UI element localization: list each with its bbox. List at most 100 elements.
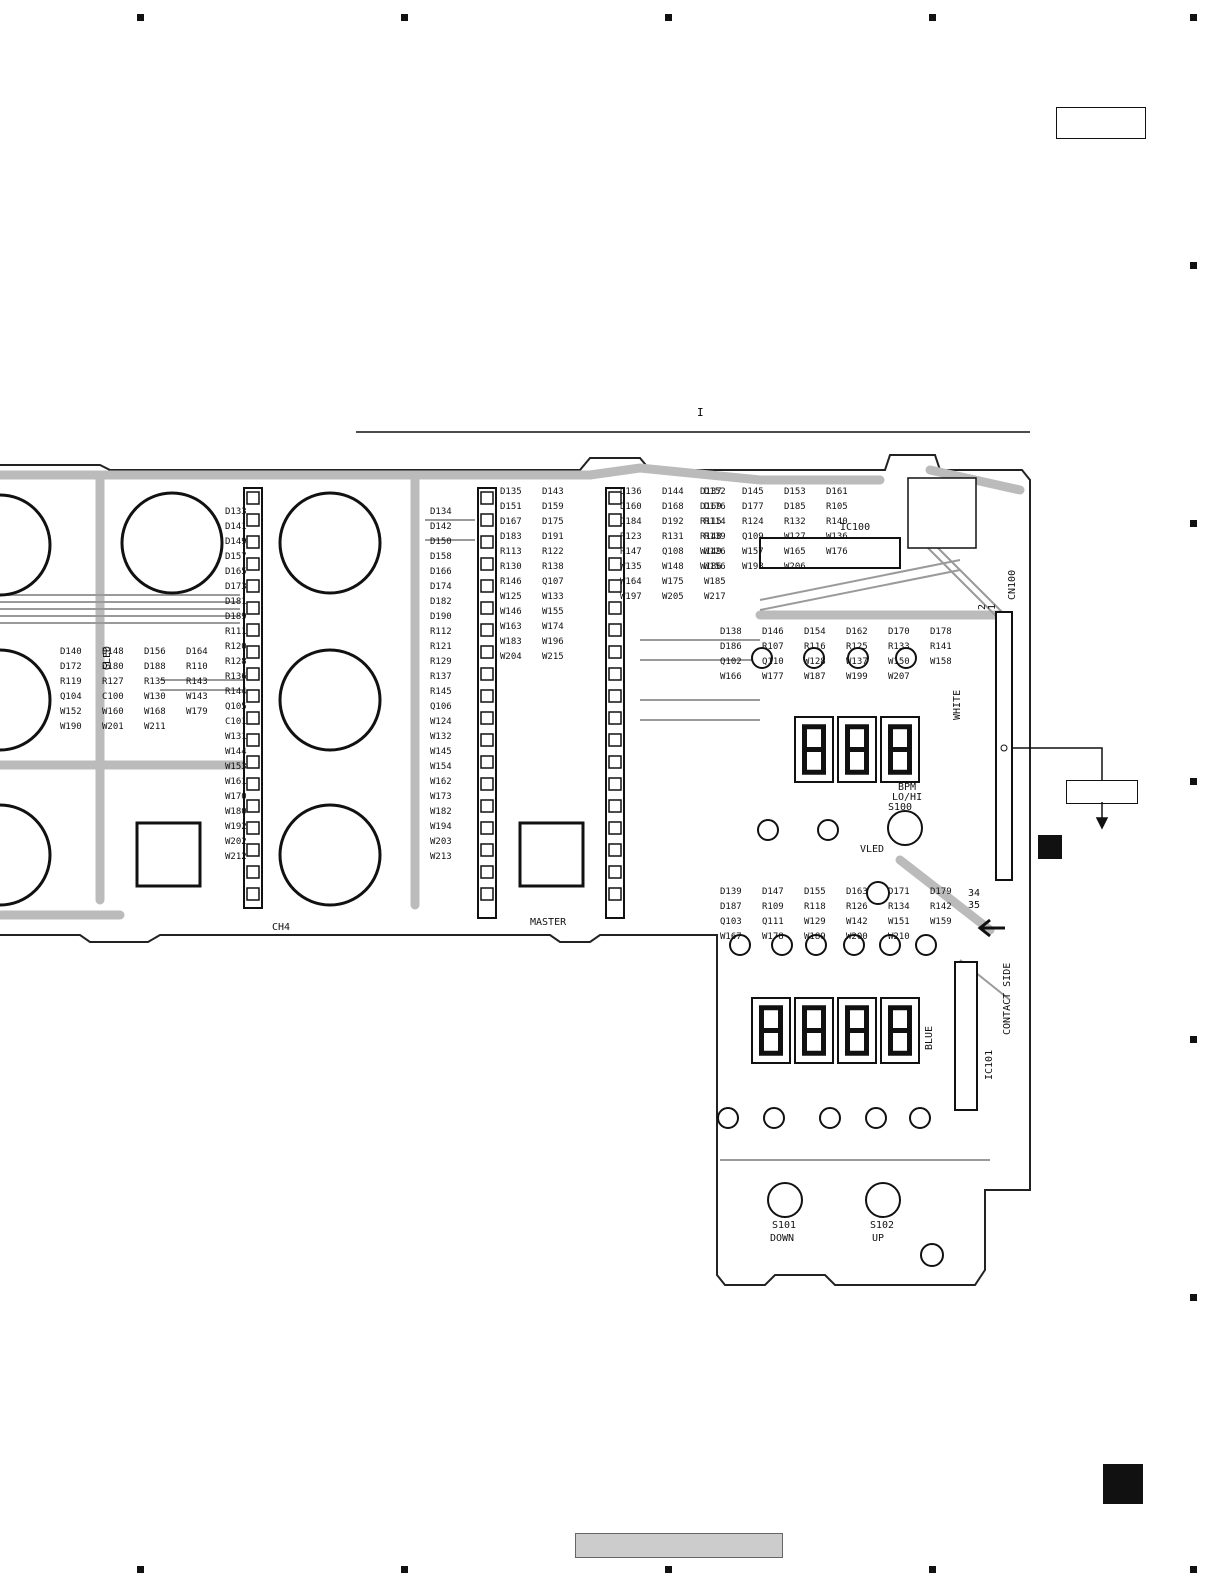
led-cell [246, 491, 260, 505]
component-label: D190 [430, 612, 452, 622]
component-label: D148 [102, 647, 124, 657]
label-s101: S101 [772, 1220, 796, 1231]
registration-mark [401, 14, 408, 21]
component-label: W127 [784, 532, 806, 542]
encoder-ring [278, 803, 382, 907]
encoder-ring [0, 648, 52, 752]
component-label: W137 [846, 657, 868, 667]
component-label: R128 [225, 657, 247, 667]
component-label: W148 [662, 562, 684, 572]
seven-seg-digit [837, 997, 877, 1064]
component-label: W165 [784, 547, 806, 557]
component-label: W201 [102, 722, 124, 732]
component-label: W192 [225, 822, 247, 832]
component-label: W149 [700, 547, 722, 557]
registration-mark [1190, 520, 1197, 527]
led-cell [480, 601, 494, 615]
component-label: D160 [620, 502, 642, 512]
label-ch4: CH4 [272, 922, 290, 933]
led-cell [246, 645, 260, 659]
led-cell [608, 865, 622, 879]
component-label: Q102 [720, 657, 742, 667]
component-label: W152 [60, 707, 82, 717]
round-led [879, 934, 901, 956]
view-marker [1038, 835, 1062, 859]
component-label: D154 [804, 627, 826, 637]
component-label: R114 [704, 517, 726, 527]
round-led [847, 647, 869, 669]
component-label: D146 [762, 627, 784, 637]
component-label: W128 [804, 657, 826, 667]
component-label: W164 [620, 577, 642, 587]
round-led [729, 934, 751, 956]
component-label: D167 [500, 517, 522, 527]
component-label: W178 [762, 932, 784, 942]
round-led [751, 647, 773, 669]
component-label: W135 [620, 562, 642, 572]
component-label: D140 [60, 647, 82, 657]
component-label: D165 [225, 567, 247, 577]
led-cell [608, 667, 622, 681]
component-label: D137 [700, 487, 722, 497]
component-label: D182 [430, 597, 452, 607]
component-label: W166 [720, 672, 742, 682]
encoder-ring [0, 493, 52, 597]
led-cell [608, 821, 622, 835]
component-label: R139 [704, 532, 726, 542]
connector-arrow [977, 747, 1109, 938]
component-label: W187 [804, 672, 826, 682]
component-label: D152 [704, 487, 726, 497]
component-label: D145 [742, 487, 764, 497]
component-label: D149 [225, 537, 247, 547]
component-label: D143 [542, 487, 564, 497]
led-cell [608, 777, 622, 791]
component-label: D134 [430, 507, 452, 517]
led-cell [480, 689, 494, 703]
label-cn100: CN100 [1007, 570, 1018, 600]
component-label: D192 [662, 517, 684, 527]
component-label: R133 [888, 642, 910, 652]
component-label: W202 [225, 837, 247, 847]
component-label: D139 [720, 887, 742, 897]
component-label: R141 [930, 642, 952, 652]
component-label: W151 [888, 917, 910, 927]
component-label: Q108 [662, 547, 684, 557]
component-label: W205 [662, 592, 684, 602]
led-cell [246, 887, 260, 901]
component-label: W182 [430, 807, 452, 817]
component-label: W153 [225, 762, 247, 772]
led-cell [246, 821, 260, 835]
led-cell [480, 887, 494, 901]
button-s102 [865, 1182, 901, 1218]
component-label: D191 [542, 532, 564, 542]
component-label: R134 [888, 902, 910, 912]
component-label: W155 [542, 607, 564, 617]
component-label: D157 [225, 552, 247, 562]
component-label: Q111 [762, 917, 784, 927]
label-pin1: 1 [987, 604, 998, 610]
led-cell [480, 535, 494, 549]
component-label: W158 [930, 657, 952, 667]
component-label: D188 [144, 662, 166, 672]
led-cell [608, 799, 622, 813]
seven-seg-digit [880, 716, 920, 783]
label-white: WHITE [952, 690, 963, 720]
led-cell [246, 865, 260, 879]
component-label: D136 [620, 487, 642, 497]
component-label: R146 [500, 577, 522, 587]
led-cell [608, 623, 622, 637]
round-led [865, 1107, 887, 1129]
button-s101 [767, 1182, 803, 1218]
component-label: D172 [60, 662, 82, 672]
component-label: W179 [186, 707, 208, 717]
component-label: W159 [930, 917, 952, 927]
led-cell [480, 843, 494, 857]
component-label: W190 [60, 722, 82, 732]
label-bpm: BPM [898, 782, 916, 793]
label-pin34: 34 [968, 888, 980, 899]
component-label: W168 [144, 707, 166, 717]
component-label: R129 [430, 657, 452, 667]
component-label: Q104 [60, 692, 82, 702]
led-cell [608, 601, 622, 615]
